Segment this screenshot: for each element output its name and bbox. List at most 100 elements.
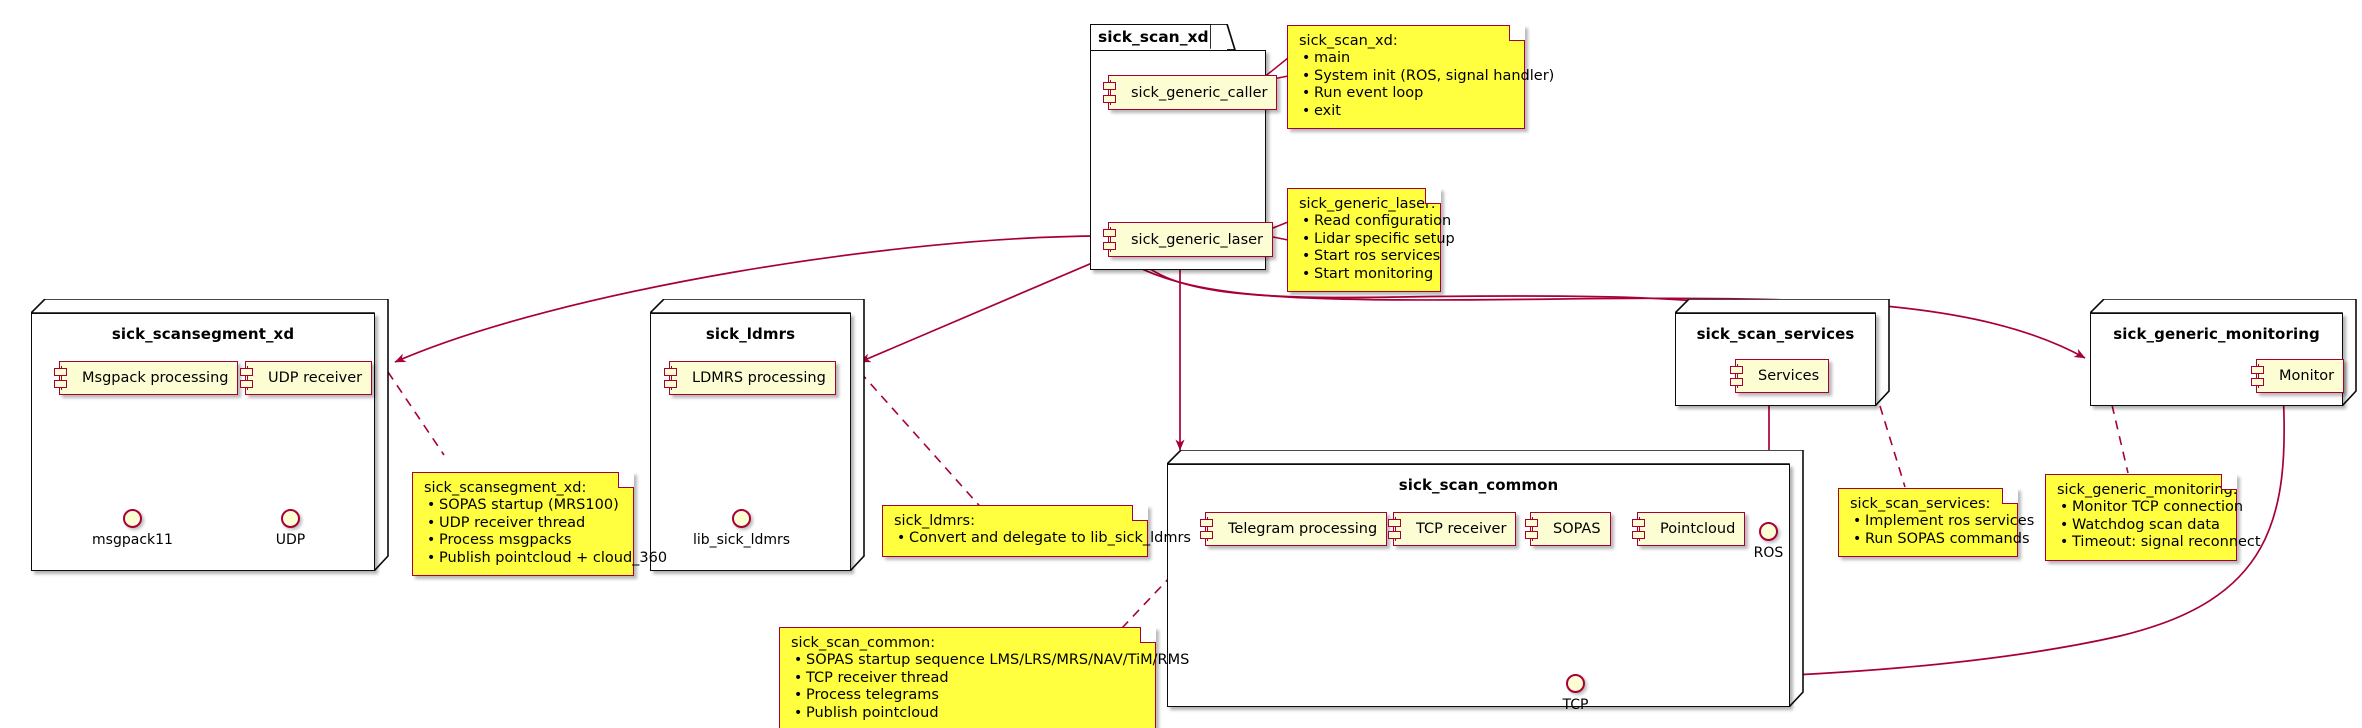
note-item: Implement ros services — [1853, 513, 2034, 531]
interface-msgpack11[interactable]: msgpack11 — [92, 509, 173, 548]
note-item: Process msgpacks — [427, 532, 621, 550]
node-sick-ldmrs[interactable]: sick_ldmrs LDMRS processing lib_sick_ldm… — [650, 299, 865, 571]
note-item: Run SOPAS commands — [1853, 531, 2030, 549]
interface-ball-icon — [1566, 674, 1585, 693]
interface-label: UDP — [275, 532, 306, 548]
component-ear-icon — [1103, 82, 1116, 90]
note-fold-icon — [1509, 25, 1525, 41]
component-services[interactable]: Services — [1730, 359, 1830, 393]
component-ear-icon — [1103, 242, 1116, 250]
component-telegram-processing[interactable]: Telegram processing — [1200, 512, 1388, 546]
node-sick-scan-common[interactable]: sick_scan_common Telegram processing TCP… — [1167, 450, 1804, 713]
component-label: UDP receiver — [268, 370, 363, 386]
component-label: TCP receiver — [1416, 521, 1507, 537]
note-list: Read configuration Lidar specific setup … — [1299, 213, 1455, 284]
note-list: main System init (ROS, signal handler) R… — [1299, 50, 1554, 121]
note-item: Start monitoring — [1302, 266, 1433, 284]
component-ldmrs-processing[interactable]: LDMRS processing — [664, 361, 836, 395]
component-tcp-receiver[interactable]: TCP receiver — [1388, 512, 1517, 546]
node-sick-generic-monitoring[interactable]: sick_generic_monitoring Monitor — [2090, 299, 2357, 406]
note-list: Monitor TCP connection Watchdog scan dat… — [2057, 499, 2261, 552]
component-label: sick_generic_laser — [1131, 231, 1264, 248]
note-fold-icon — [2002, 488, 2018, 504]
component-ear-icon — [1388, 531, 1401, 539]
interface-ball-icon — [123, 509, 142, 528]
note-item: Watchdog scan data — [2060, 517, 2224, 535]
edge-laser-to-monitoring — [1131, 263, 2086, 359]
node-front-face — [31, 313, 375, 571]
note-list: Convert and delegate to lib_sick_ldmrs — [894, 530, 1191, 548]
component-msgpack-processing[interactable]: Msgpack processing — [54, 361, 239, 395]
note-sick-scan-xd[interactable]: sick_scan_xd: main System init (ROS, sig… — [1287, 25, 1554, 129]
noteanchor-monitoring — [2111, 404, 2129, 474]
component-spine — [1532, 517, 1533, 541]
interface-ball-icon — [1759, 522, 1778, 541]
note-list: Implement ros services Run SOPAS command… — [1850, 513, 2034, 549]
component-udp-receiver[interactable]: UDP receiver — [240, 361, 373, 395]
component-ear-icon — [1730, 378, 1743, 386]
interface-label: msgpack11 — [92, 532, 173, 548]
note-item: main — [1302, 50, 1512, 68]
note-sick-generic-monitoring[interactable]: sick_generic_monitoring: Monitor TCP con… — [2045, 474, 2261, 561]
note-item: Run event loop — [1302, 85, 1512, 103]
interface-ball-icon — [281, 509, 300, 528]
component-monitor[interactable]: Monitor — [2251, 359, 2345, 393]
component-spine — [247, 366, 248, 390]
note-fold-icon — [2221, 474, 2237, 490]
note-title: sick_generic_monitoring: — [2057, 482, 2238, 498]
note-sick-scan-services[interactable]: sick_scan_services: Implement ros servic… — [1838, 488, 2034, 557]
component-ear-icon — [2251, 366, 2264, 374]
interface-tcp[interactable]: TCP — [1563, 674, 1588, 713]
component-label: Services — [1758, 368, 1820, 384]
note-item: TCP receiver thread — [794, 670, 1143, 688]
note-item: exit — [1302, 103, 1512, 121]
interface-label: ROS — [1753, 545, 1784, 561]
component-spine — [1110, 227, 1111, 252]
component-pointcloud[interactable]: Pointcloud — [1632, 512, 1746, 546]
component-sick-generic-caller[interactable]: sick_generic_caller — [1103, 75, 1278, 110]
noteanchor-common — [1121, 574, 1173, 629]
interface-udp[interactable]: UDP — [276, 509, 305, 548]
note-item: Read configuration — [1302, 213, 1451, 231]
note-title: sick_ldmrs: — [894, 513, 975, 529]
component-spine — [671, 366, 672, 390]
component-ear-icon — [1525, 519, 1538, 527]
package-sick-scan-xd[interactable]: sick_scan_xd sick_generic_caller sick_ge… — [1090, 24, 1278, 270]
note-item: Convert and delegate to lib_sick_ldmrs — [897, 530, 1191, 548]
component-label: Telegram processing — [1228, 521, 1378, 537]
note-item: Publish pointcloud — [794, 705, 1143, 723]
note-sick-ldmrs[interactable]: sick_ldmrs: Convert and delegate to lib_… — [882, 505, 1191, 557]
component-ear-icon — [1525, 531, 1538, 539]
component-ear-icon — [240, 380, 253, 388]
note-sick-scansegment-xd[interactable]: sick_scansegment_xd: SOPAS startup (MRS1… — [412, 472, 667, 576]
component-spine — [61, 366, 62, 390]
note-item: Lidar specific setup — [1302, 231, 1455, 249]
component-ear-icon — [1730, 366, 1743, 374]
noteanchor-scansegment — [387, 371, 445, 456]
node-sick-scan-services[interactable]: sick_scan_services Services — [1675, 299, 1890, 406]
note-fold-icon — [1425, 188, 1441, 204]
note-list: SOPAS startup sequence LMS/LRS/MRS/NAV/T… — [791, 652, 1189, 723]
interface-ros[interactable]: ROS — [1754, 522, 1783, 561]
interface-lib-sick-ldmrs[interactable]: lib_sick_ldmrs — [693, 509, 790, 548]
component-sopas[interactable]: SOPAS — [1525, 512, 1611, 546]
noteanchor-services — [1879, 405, 1906, 488]
component-spine — [1110, 80, 1111, 105]
note-sick-scan-common[interactable]: sick_scan_common: SOPAS startup sequence… — [779, 627, 1189, 728]
note-sick-generic-laser[interactable]: sick_generic_laser: Read configuration L… — [1287, 188, 1455, 292]
note-item: UDP receiver thread — [427, 515, 621, 533]
node-sick-scansegment-xd[interactable]: sick_scansegment_xd Msgpack processing U… — [31, 299, 389, 571]
note-item: Timeout: signal reconnect — [2060, 534, 2261, 552]
noteanchor-ldmrs — [859, 371, 986, 513]
note-item: SOPAS startup (MRS100) — [427, 497, 621, 515]
note-item: Start ros services — [1302, 248, 1440, 266]
component-label: Msgpack processing — [82, 370, 229, 386]
interface-label: TCP — [1562, 697, 1589, 713]
component-label: LDMRS processing — [692, 370, 826, 386]
package-tab-corner — [1210, 24, 1236, 52]
component-ear-icon — [1200, 531, 1213, 539]
note-list: SOPAS startup (MRS100) UDP receiver thre… — [424, 497, 667, 567]
component-sick-generic-laser[interactable]: sick_generic_laser — [1103, 222, 1274, 257]
node-title: sick_scan_common — [1398, 476, 1559, 494]
note-fold-icon — [618, 472, 634, 488]
